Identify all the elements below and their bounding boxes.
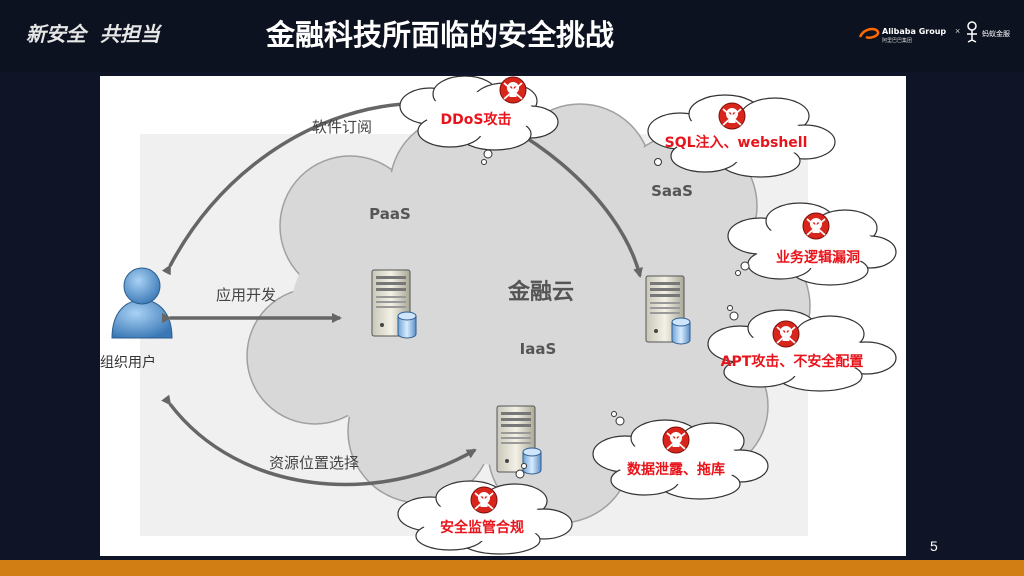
user-icon: [111, 267, 173, 339]
threat-leak-label: 数据泄露、拖库: [627, 461, 725, 478]
threat-sql-label: SQL注入、webshell: [665, 134, 808, 151]
diagram-panel: PaaS SaaS 金融云 IaaS 组织用户 软件订阅 应用开发 资源位置选择: [100, 75, 906, 556]
skull-icon: [772, 320, 800, 348]
saas-server-icon: [645, 275, 691, 345]
svg-text:Alibaba Group: Alibaba Group: [882, 27, 946, 36]
threat-compliance-label: 安全监管合规: [440, 519, 524, 536]
slide-title: 金融科技所面临的安全挑战: [266, 18, 615, 52]
arrow-location-label: 资源位置选择: [269, 454, 359, 472]
alibaba-logo: Alibaba Group 阿里巴巴集团: [858, 27, 946, 44]
security-diagram: PaaS SaaS 金融云 IaaS 组织用户 软件订阅 应用开发 资源位置选择: [100, 75, 897, 555]
threat-apt-label: APT攻击、不安全配置: [721, 353, 864, 370]
logo-separator: ×: [955, 26, 961, 36]
threat-ddos: DDoS攻击: [399, 75, 559, 165]
threat-ddos-label: DDoS攻击: [441, 111, 512, 128]
brand-left: 新安全: [26, 22, 86, 46]
threat-apt: APT攻击、不安全配置: [707, 305, 897, 392]
brand-right: 共担当: [100, 22, 160, 46]
threat-business-logic: 业务逻辑漏洞: [727, 202, 897, 286]
cloud-title: 金融云: [507, 279, 574, 305]
page-number: 5: [930, 538, 938, 554]
arrow-location: [161, 394, 477, 487]
arrow-develop-label: 应用开发: [216, 286, 276, 304]
threat-logic-label: 业务逻辑漏洞: [776, 249, 860, 266]
threat-sql-injection: SQL注入、webshell: [647, 94, 836, 178]
user-label: 组织用户: [100, 354, 156, 371]
finance-cloud: [246, 103, 811, 524]
ant-financial-logo: 蚂蚁金服: [967, 21, 1010, 43]
header-bar: [0, 0, 1024, 72]
saas-label: SaaS: [651, 182, 693, 200]
threat-compliance: 安全监管合规: [397, 463, 573, 555]
footer-bar: [0, 560, 1024, 576]
iaas-label: IaaS: [520, 340, 557, 358]
skull-icon: [802, 212, 830, 240]
paas-server-icon: [371, 269, 417, 339]
svg-text:蚂蚁金服: 蚂蚁金服: [982, 29, 1010, 38]
skull-icon: [499, 76, 527, 104]
arrow-subscribe-label: 软件订阅: [312, 118, 372, 136]
svg-text:阿里巴巴集团: 阿里巴巴集团: [882, 37, 912, 44]
threat-data-leak: 数据泄露、拖库: [592, 411, 769, 500]
skull-icon: [662, 426, 690, 454]
paas-label: PaaS: [369, 205, 411, 223]
iaas-server-icon: [496, 405, 542, 475]
brand-slogan: 新安全共担当: [26, 18, 174, 47]
skull-icon: [470, 486, 498, 514]
skull-icon: [718, 102, 746, 130]
